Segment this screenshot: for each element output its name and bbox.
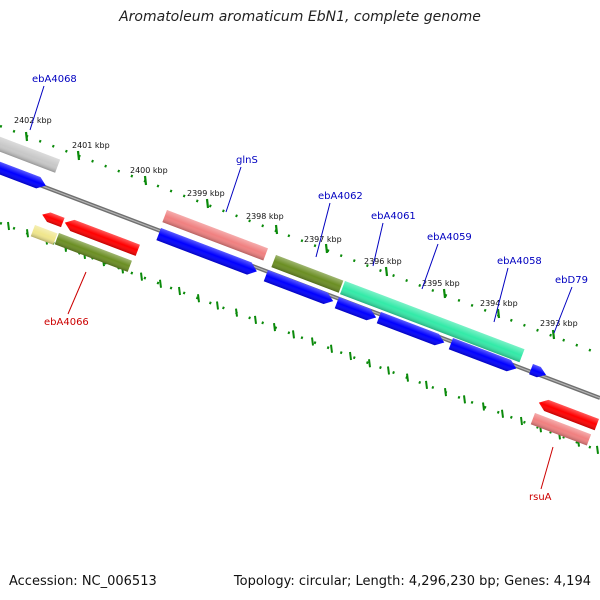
gene-label-ebA4058: ebA4058 (497, 256, 542, 267)
tick-label: 2397 kbp (304, 235, 342, 244)
minor-tick (501, 409, 504, 418)
leader-line (29, 85, 45, 131)
tick-label: 2395 kbp (422, 279, 460, 288)
leader-line (372, 222, 384, 267)
minor-tick (26, 229, 29, 238)
minor-tick (254, 315, 257, 325)
gene-label-glnS: glnS (236, 155, 258, 166)
tick-mark (551, 329, 556, 340)
gene-labels: ebA4068 glnS ebA4062 ebA4061 ebA4059 ebA4058 e… (29, 74, 588, 503)
feature-khaki-ebA4066 (30, 225, 58, 245)
tick-mark (24, 131, 29, 142)
minor-tick (273, 322, 276, 332)
minor-tick (368, 359, 371, 368)
minor-tick (444, 387, 447, 397)
minor-tick (216, 301, 219, 310)
feature-gray-ebA4068 (0, 133, 61, 173)
minor-tick (520, 416, 523, 426)
minor-tick (140, 272, 143, 281)
tick-label: 2399 kbp (187, 189, 225, 198)
leader-line (421, 243, 439, 290)
gene-label-ebA4061: ebA4061 (371, 211, 416, 222)
minor-tick (292, 330, 295, 339)
feature-blue-cds-3 (263, 270, 334, 304)
minor-tick (463, 395, 466, 404)
minor-tick (311, 337, 314, 346)
gene-label-ebA4068: ebA4068 (32, 74, 77, 85)
tick-label: 2396 kbp (364, 257, 402, 266)
tick-mark (76, 150, 81, 161)
feature-olive-ebA4066 (54, 233, 132, 272)
feature-red-cds-2 (64, 219, 140, 256)
leader-line (225, 166, 242, 213)
minor-tick (596, 445, 599, 454)
feature-olive-ebA4062 (271, 255, 344, 293)
tick-mark (143, 175, 148, 186)
feature-red-rsuA (538, 399, 599, 431)
tick-mark (442, 288, 447, 299)
tick-mark (205, 198, 210, 209)
tick-label: 2400 kbp (130, 166, 168, 175)
genome-summary-text: Topology: circular; Length: 4,296,230 bp… (233, 574, 591, 589)
gene-label-ebA4059: ebA4059 (427, 232, 472, 243)
ruler-outer-dotted-line (0, 124, 600, 356)
tick-mark (274, 224, 279, 235)
leader-line (553, 286, 573, 334)
tick-label: 2398 kbp (246, 212, 284, 221)
leader-line (67, 271, 87, 315)
feature-blue-cds-4 (334, 297, 377, 321)
gene-label-ebA4062: ebA4062 (318, 191, 363, 202)
minor-tick (406, 373, 409, 382)
feature-blue-cds-ebD79 (529, 364, 547, 378)
tick-label: 2401 kbp (72, 141, 110, 150)
minor-tick (482, 402, 485, 411)
gene-label-rsuA: rsuA (529, 492, 552, 503)
feature-blue-cds-1 (0, 158, 46, 189)
feature-blue-cds-5 (376, 312, 445, 346)
tick-mark (324, 243, 329, 254)
map-title: Aromatoleum aromaticum EbN1, complete ge… (119, 9, 481, 25)
feature-blue-cds-6 (448, 338, 517, 372)
feature-red-cds-1 (42, 212, 65, 228)
leader-line (540, 446, 554, 490)
minor-tick (197, 294, 200, 303)
minor-tick (425, 380, 428, 390)
minor-tick (330, 344, 333, 353)
leader-line (493, 267, 509, 323)
gene-label-ebD79: ebD79 (555, 275, 588, 286)
accession-text: Accession: NC_006513 (9, 574, 157, 589)
minor-tick (7, 221, 10, 231)
feature-aqua-ebA4059 (340, 281, 525, 363)
gene-features (0, 133, 599, 446)
minor-tick (235, 308, 238, 317)
minor-tick (159, 279, 162, 288)
leader-line (315, 202, 331, 258)
feature-pink-rsuA (530, 413, 592, 446)
tick-label: 2393 kbp (540, 319, 578, 328)
feature-blue-cds-2 (156, 228, 257, 275)
minor-tick (178, 286, 181, 296)
minor-tick (387, 366, 390, 375)
minor-tick (349, 351, 352, 361)
gene-label-ebA4066: ebA4066 (44, 317, 89, 328)
tick-mark (496, 308, 501, 319)
feature-pink-glnS (162, 210, 268, 261)
tick-mark (384, 266, 389, 277)
